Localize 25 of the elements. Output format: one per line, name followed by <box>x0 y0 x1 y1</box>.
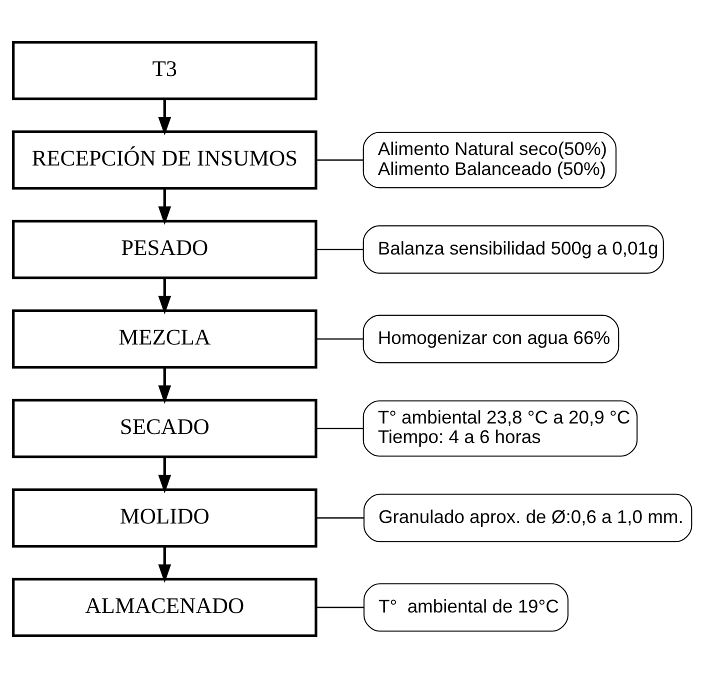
arrow <box>158 456 172 493</box>
node-box: Alimento Natural seco(50%) Alimento Balanceado (50%) <box>362 131 617 188</box>
connector <box>316 427 364 429</box>
node-box: Balanza sensibilidad 500g a 0,01g <box>362 224 664 274</box>
arrow <box>158 188 172 224</box>
node-box: RECEPCIÓN DE INSUMOS <box>12 130 318 190</box>
arrow <box>158 546 172 582</box>
node-box: ALMACENADO <box>12 577 318 637</box>
node-box: SECADO <box>12 398 318 458</box>
node-box: Granulado aprox. de Ø:0,6 a 1,0 mm. <box>363 493 692 542</box>
connector <box>316 248 364 250</box>
node-box: T° ambiental 23,8 °C a 20,9 °C Tiempo: 4 a 6 horas <box>362 400 638 456</box>
connector <box>316 516 364 518</box>
node-box: MOLIDO <box>12 488 318 548</box>
node-box: Homogenizar con agua 66% <box>362 314 620 363</box>
connector <box>316 158 364 160</box>
node-box: MEZCLA <box>12 308 318 368</box>
connector <box>316 606 364 608</box>
connector <box>316 338 364 340</box>
arrow <box>158 366 172 404</box>
node-box: T° ambiental de 19°C <box>363 582 568 632</box>
node-box: PESADO <box>12 219 318 279</box>
arrow <box>158 277 172 314</box>
node-box: T3 <box>12 40 318 100</box>
arrow <box>158 98 172 135</box>
